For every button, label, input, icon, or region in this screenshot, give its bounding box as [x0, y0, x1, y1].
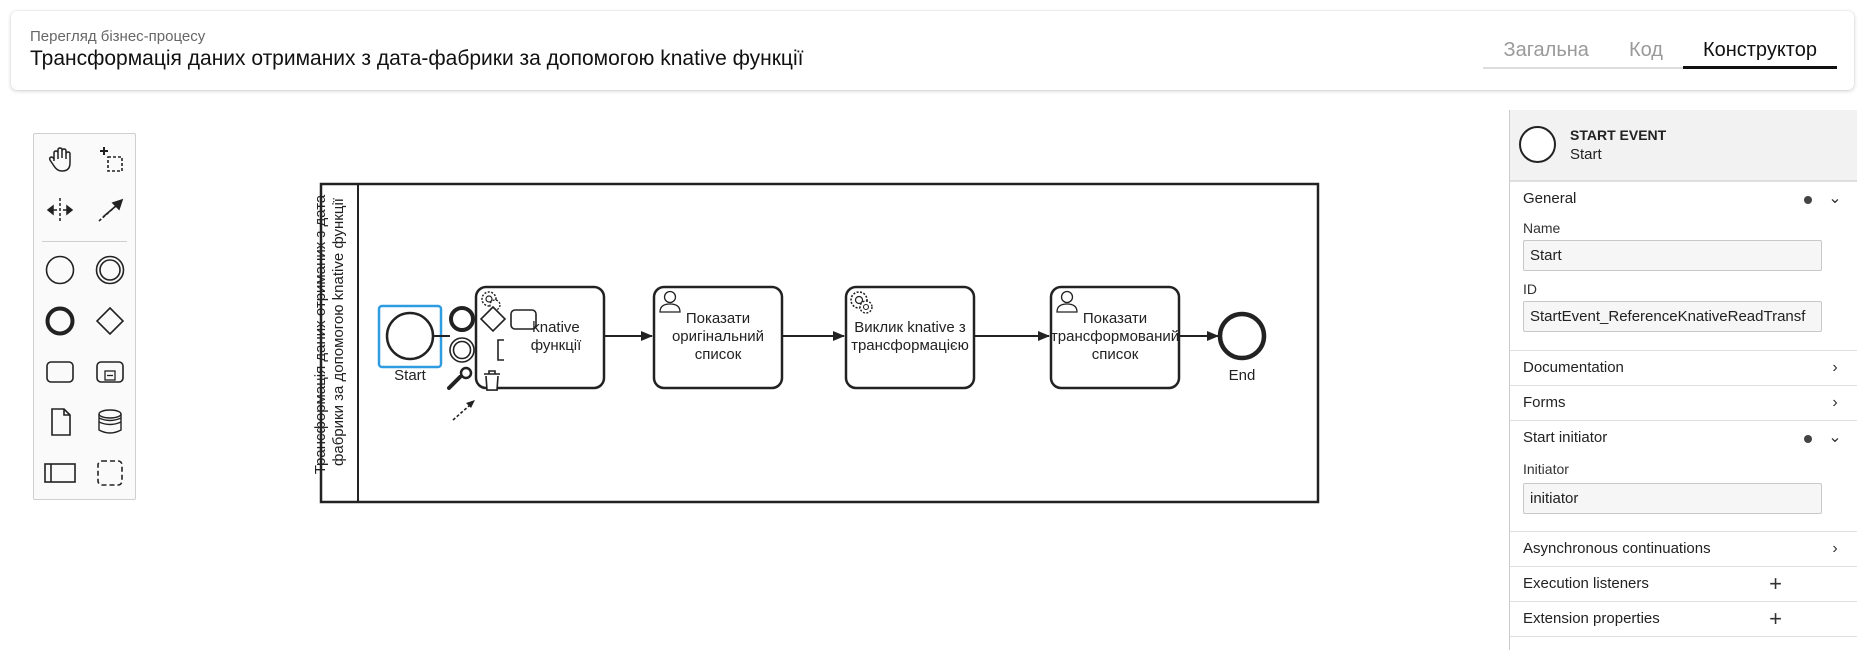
- group-start-initiator-header[interactable]: Start initiator ⌄: [1510, 420, 1857, 454]
- tool-palette: [33, 133, 136, 500]
- tab-constructor[interactable]: Конструктор: [1682, 31, 1837, 69]
- group-async-title: Asynchronous continuations: [1523, 540, 1711, 557]
- hand-tool-icon[interactable]: [41, 141, 79, 179]
- task-show-original-list[interactable]: [652, 285, 784, 390]
- group-async-header[interactable]: Asynchronous continuations ›: [1510, 531, 1857, 565]
- name-input[interactable]: Start: [1523, 240, 1822, 271]
- task-call-knative[interactable]: [844, 285, 976, 390]
- task1-label: knative функції: [530, 319, 582, 354]
- pool-icon[interactable]: [41, 454, 79, 492]
- end-event-label: End: [1228, 367, 1256, 384]
- wrench-icon[interactable]: [447, 366, 473, 390]
- gateway-icon[interactable]: [91, 302, 129, 340]
- end-event[interactable]: [1217, 311, 1267, 361]
- group-execution-listeners-header[interactable]: Execution listeners +: [1510, 566, 1857, 600]
- group-start-initiator-title: Start initiator: [1523, 429, 1608, 446]
- has-data-dot-icon: [1804, 435, 1812, 443]
- group-documentation-title: Documentation: [1523, 359, 1624, 376]
- start-event-icon[interactable]: [41, 251, 79, 289]
- task2-label: Показати оригінальний список: [671, 310, 765, 363]
- chevron-right-icon[interactable]: ›: [1832, 359, 1838, 376]
- intermediate-event-icon[interactable]: [91, 251, 129, 289]
- chevron-right-icon[interactable]: ›: [1832, 540, 1838, 557]
- chevron-right-icon[interactable]: ›: [1832, 394, 1838, 411]
- initiator-label: Initiator: [1523, 461, 1569, 477]
- group-forms-title: Forms: [1523, 394, 1566, 411]
- chevron-down-icon[interactable]: ⌄: [1828, 190, 1842, 207]
- name-label: Name: [1523, 220, 1561, 236]
- append-intermediate-event-icon[interactable]: [449, 337, 475, 363]
- user-task-icon: [1056, 290, 1078, 313]
- tab-bar: Загальна Код Конструктор: [1483, 31, 1837, 69]
- group-general-title: General: [1523, 190, 1577, 207]
- task4-label: Показати трансформований список: [1050, 310, 1180, 363]
- append-end-event-icon[interactable]: [449, 306, 475, 332]
- header-card: Перегляд бізнес-процесу Трансформація да…: [11, 11, 1854, 90]
- group-general-header[interactable]: General ⌄: [1510, 181, 1857, 215]
- task-icon[interactable]: [41, 353, 79, 391]
- add-icon[interactable]: +: [1769, 571, 1782, 596]
- page-subtitle: Перегляд бізнес-процесу: [30, 28, 206, 45]
- start-event[interactable]: [377, 304, 443, 369]
- end-event-icon[interactable]: [41, 302, 79, 340]
- start-event-label: Start: [394, 367, 426, 384]
- start-event-icon: [1519, 126, 1556, 163]
- user-task-icon: [659, 290, 681, 313]
- palette-separator: [42, 241, 127, 242]
- chevron-down-icon[interactable]: ⌄: [1828, 429, 1842, 446]
- tab-code[interactable]: Код: [1628, 39, 1663, 61]
- tab-general[interactable]: Загальна: [1503, 39, 1589, 61]
- has-data-dot-icon: [1804, 196, 1812, 204]
- group-extension-properties-title: Extension properties: [1523, 610, 1660, 627]
- group-divider: [1510, 636, 1857, 650]
- group-icon[interactable]: [91, 454, 129, 492]
- id-input[interactable]: StartEvent_ReferenceKnativeReadTransf: [1523, 301, 1822, 332]
- task-show-transformed-list[interactable]: [1049, 285, 1181, 390]
- connect-icon[interactable]: [452, 400, 475, 421]
- diagram-canvas: [319, 182, 1320, 504]
- group-forms-header[interactable]: Forms ›: [1510, 385, 1857, 419]
- lasso-tool-icon[interactable]: [91, 141, 129, 179]
- data-object-icon[interactable]: [41, 403, 79, 441]
- space-tool-icon[interactable]: [41, 191, 79, 229]
- page-title: Трансформація даних отриманих з дата-фаб…: [30, 47, 804, 70]
- properties-panel: START EVENT Start General ⌄ Name Start I…: [1509, 110, 1857, 650]
- connect-tool-icon[interactable]: [91, 191, 129, 229]
- subprocess-icon[interactable]: [91, 353, 129, 391]
- add-icon[interactable]: +: [1769, 606, 1782, 631]
- group-extension-properties-header[interactable]: Extension properties +: [1510, 601, 1857, 635]
- group-documentation-header[interactable]: Documentation ›: [1510, 350, 1857, 384]
- properties-header: START EVENT Start: [1510, 110, 1857, 181]
- group-execution-listeners-title: Execution listeners: [1523, 575, 1649, 592]
- element-type: START EVENT: [1570, 127, 1667, 143]
- task-knative-function[interactable]: [474, 285, 606, 391]
- id-label: ID: [1523, 281, 1537, 297]
- initiator-input[interactable]: initiator: [1523, 483, 1822, 514]
- data-store-icon[interactable]: [91, 403, 129, 441]
- task3-label: Виклик knative з трансформацією: [851, 319, 969, 354]
- element-name: Start: [1570, 146, 1602, 163]
- service-task-gear-icon: [850, 291, 873, 314]
